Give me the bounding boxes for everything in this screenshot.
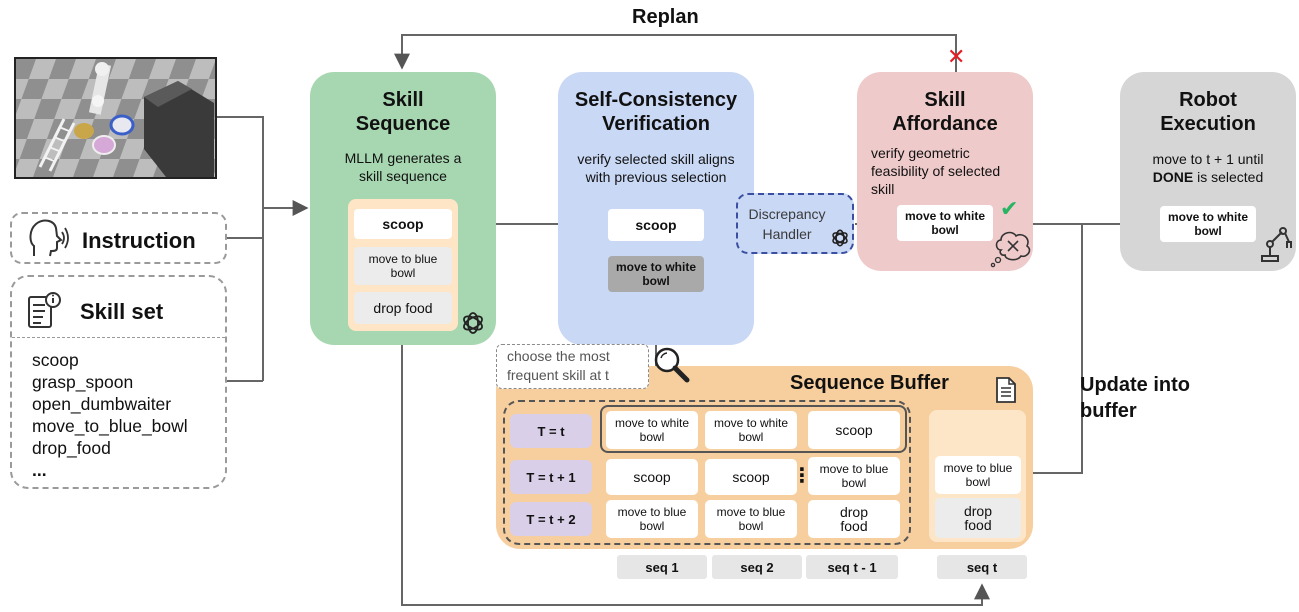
row-label: T = t + 2 [510,502,592,536]
buffer-cell: move to blue bowl [808,457,900,495]
buffer-history-group [503,400,911,545]
seq-label: seq 1 [617,555,707,579]
skill-affordance-title: Skill Affordance [892,89,998,135]
buffer-cell: scoop [705,459,797,495]
skill-item: ... [32,460,47,480]
reject-mark: ✕ [947,44,966,69]
skill-card: move to blue bowl [354,247,452,285]
document-info-icon [28,292,61,328]
row-label: T = t [510,414,592,448]
execution-skill-card: move to white bowl [1160,206,1256,242]
openai-logo-icon [832,229,848,247]
self-consistency-title: Self-Consistency Verification [574,89,738,135]
accept-mark: ✔ [1000,196,1019,221]
buffer-cell: move to blue bowl [935,456,1021,494]
skill-affordance-desc: verify geometric feasibility of selected… [871,145,1001,197]
skill-item: grasp_spoon [32,372,134,392]
choose-note: choose the most frequent skill at t [496,344,649,389]
ellipsis-mark: ⋮ [792,464,812,487]
robot-execution-desc: move to t + 1 until DONE is selected [1152,151,1264,185]
instruction-box: Instruction [10,212,227,264]
seq-label: seq t [937,555,1027,579]
seq-label: seq t - 1 [806,555,898,579]
discrepancy-handler: Discrepancy Handler [736,193,854,254]
replan-label: Replan [632,6,699,28]
magnifier-icon [654,347,690,383]
self-consistency-panel: Self-Consistency Verification verify sel… [558,72,754,345]
buffer-cell: drop food [808,500,900,538]
selected-skill-card: scoop [608,209,704,241]
skill-sequence-title: Skill Sequence [355,89,451,135]
thought-cloud-x-icon [990,231,1031,268]
skill-set-box: Skill set scoop grasp_spoon open_dumbwai… [10,275,227,489]
buffer-cell: move to blue bowl [705,500,797,538]
speaking-head-icon [29,219,69,257]
skill-card: scoop [354,209,452,239]
robot-execution-title: Robot Execution [1160,89,1256,135]
skill-set-title: Skill set [80,299,164,324]
affordance-skill-card: move to white bowl [897,205,993,241]
seq-label: seq 2 [712,555,802,579]
skill-item: move_to_blue_bowl [32,416,188,436]
buffer-cell: move to blue bowl [606,500,698,538]
skill-sequence-desc: MLLM generates a skill sequence [344,150,462,184]
update-buffer-label: Update into buffer [1080,374,1190,422]
buffer-cell: move to white bowl [606,411,698,449]
openai-logo-icon [463,312,483,334]
row-label: T = t + 1 [510,460,592,494]
robot-arm-icon [1261,227,1292,262]
buffer-cell: scoop [606,459,698,495]
skill-item: open_dumbwaiter [32,394,172,414]
self-consistency-desc: verify selected skill aligns with previo… [577,151,735,185]
robot-simulation-image [14,57,217,179]
buffer-cell: drop food [935,498,1021,538]
skill-card: drop food [354,292,452,324]
document-icon [996,377,1016,403]
skill-item: scoop [32,350,79,370]
current-step-row [600,405,907,453]
skill-affordance-panel: Skill Affordance verify geometric feasib… [857,72,1033,271]
buffer-cell: scoop [808,411,900,449]
divider [12,337,225,338]
alternative-skill-card: move to white bowl [608,256,704,292]
sequence-buffer-title: Sequence Buffer [790,372,949,394]
buffer-cell: move to white bowl [705,411,797,449]
skill-list: scoop grasp_spoon open_dumbwaiter move_t… [32,349,188,481]
instruction-label: Instruction [82,228,196,253]
skill-item: drop_food [32,438,111,458]
